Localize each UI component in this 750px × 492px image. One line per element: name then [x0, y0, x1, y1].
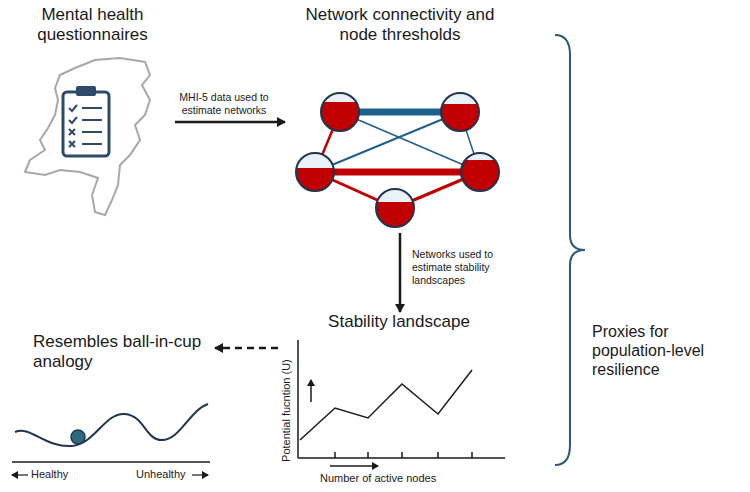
- panel-heading: Stability landscape: [288, 312, 510, 332]
- annotation-label: Unhealthy: [136, 468, 196, 481]
- flow-arrow: [175, 121, 285, 124]
- annotation-label: Proxies for population-level resilience: [592, 322, 747, 380]
- arrow-label: Networks used to estimate stability land…: [412, 248, 512, 287]
- panel: Mental health questionnaires: [10, 5, 175, 227]
- clipboard-icon: [63, 86, 109, 156]
- panel: Network connectivity and node thresholds: [285, 5, 515, 233]
- panel: Stability landscape: [278, 312, 510, 487]
- landscape-chart: [298, 340, 505, 466]
- panel-heading: Resembles ball-in-cup analogy: [33, 332, 215, 373]
- curly-bracket: [555, 35, 585, 465]
- annotation-label: Healthy: [31, 468, 91, 481]
- panel-heading: Mental health questionnaires: [10, 5, 175, 46]
- ball-in-cup: [12, 404, 210, 475]
- network-graph: [296, 93, 499, 227]
- panel: Resembles ball-in-cup analogy: [5, 332, 215, 487]
- panel-heading: Network connectivity and node thresholds: [285, 5, 515, 46]
- annotation-label: Potential fucntion (U): [280, 346, 293, 476]
- arrow-label: MHI-5 data used to estimate networks: [168, 91, 280, 117]
- country-outline: [25, 58, 150, 215]
- flow-arrow: [215, 347, 278, 350]
- flow-arrow: [399, 233, 402, 312]
- annotation-label: Number of active nodes: [320, 472, 460, 485]
